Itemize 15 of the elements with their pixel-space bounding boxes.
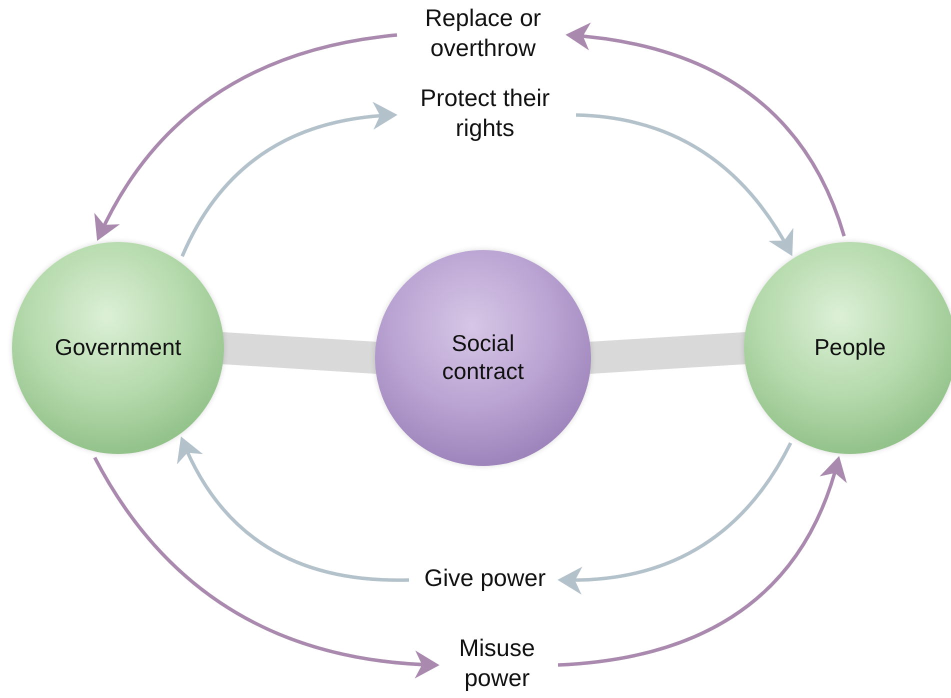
curved-arrow	[558, 456, 846, 667]
arrow-caption: Misuse power	[442, 634, 552, 694]
curved-arrow	[95, 33, 398, 241]
sphere-label: Government	[54, 334, 182, 362]
curved-arrow	[178, 436, 410, 582]
curved-arrow	[576, 113, 792, 256]
curved-arrow	[558, 442, 792, 594]
arrow-caption: Protect their rights	[400, 84, 570, 144]
curved-arrow	[566, 23, 846, 237]
sphere-label: Social contract	[441, 330, 525, 386]
arrow-caption: Give power	[415, 564, 555, 594]
curved-arrow	[93, 456, 440, 678]
curved-arrow	[180, 102, 398, 257]
sphere-label: People	[814, 334, 886, 362]
arrow-caption: Replace or overthrow	[403, 4, 563, 64]
